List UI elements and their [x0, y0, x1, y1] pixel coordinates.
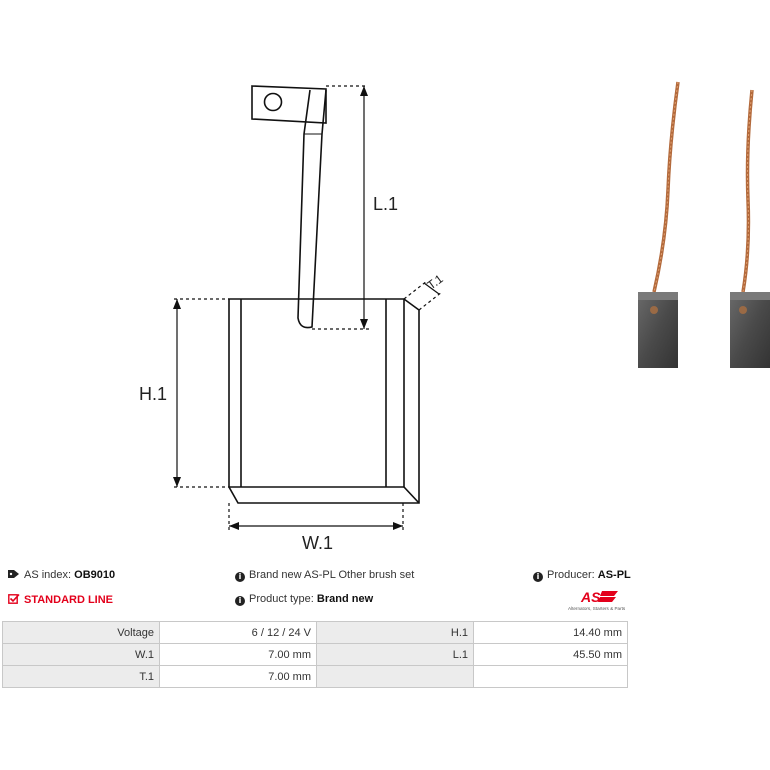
standard-line: STANDARD LINE [8, 593, 113, 606]
spec-label: Voltage [2, 621, 160, 644]
table-row: W.1 7.00 mm L.1 45.50 mm [2, 643, 628, 666]
as-index-value: OB9010 [74, 569, 116, 581]
spec-value: 6 / 12 / 24 V [159, 621, 317, 644]
spec-value: 14.40 mm [473, 621, 628, 644]
logo-tagline: Alternators, Starters & Parts [568, 606, 626, 611]
spec-label: L.1 [316, 643, 474, 666]
checkbox-icon [8, 593, 20, 604]
description-text: Brand new AS-PL Other brush set [249, 569, 415, 581]
info-icon: i [235, 572, 245, 582]
as-index-label: AS index: [24, 569, 72, 581]
as-pl-logo: AS Alternators, Starters & Parts [568, 589, 626, 611]
label-w1: W.1 [302, 533, 333, 553]
producer-value: AS-PL [597, 569, 631, 581]
info-icon: i [235, 596, 245, 606]
as-index: AS index: OB9010 [8, 569, 115, 581]
lug-hole [263, 92, 283, 112]
info-icon: i [533, 572, 543, 582]
spec-value: 7.00 mm [159, 665, 317, 688]
product-photo [638, 81, 770, 368]
spec-label: H.1 [316, 621, 474, 644]
logo-text: AS [580, 589, 601, 605]
producer: i Producer: AS-PL [533, 569, 631, 582]
carbon-brush-left [638, 292, 678, 368]
shunt-wire [297, 89, 327, 329]
spec-value [473, 665, 628, 688]
label-t1: T.1 [425, 271, 446, 292]
copper-lead-left [652, 81, 680, 293]
spec-value: 7.00 mm [159, 643, 317, 666]
label-h1: H.1 [139, 384, 167, 404]
table-row: Voltage 6 / 12 / 24 V H.1 14.40 mm [2, 621, 628, 644]
spec-label: W.1 [2, 643, 160, 666]
spec-label: T.1 [2, 665, 160, 688]
spec-label [316, 665, 474, 688]
producer-label: Producer: [547, 569, 595, 581]
technical-drawing: L.1 H.1 W.1 T.1 [139, 85, 446, 553]
dim-t1-line [423, 282, 440, 295]
tag-icon [8, 570, 19, 578]
description: i Brand new AS-PL Other brush set [235, 569, 414, 582]
carbon-brush-right [730, 292, 770, 368]
table-row: T.1 7.00 mm [2, 665, 628, 688]
spec-value: 45.50 mm [473, 643, 628, 666]
terminal-lug [251, 85, 327, 124]
label-l1: L.1 [373, 194, 398, 214]
product-type: i Product type: Brand new [235, 593, 373, 606]
product-type-label: Product type: [249, 593, 314, 605]
product-type-value: Brand new [316, 593, 374, 605]
spec-table: Voltage 6 / 12 / 24 V H.1 14.40 mm W.1 7… [2, 621, 628, 688]
standard-line-label: STANDARD LINE [24, 594, 114, 606]
